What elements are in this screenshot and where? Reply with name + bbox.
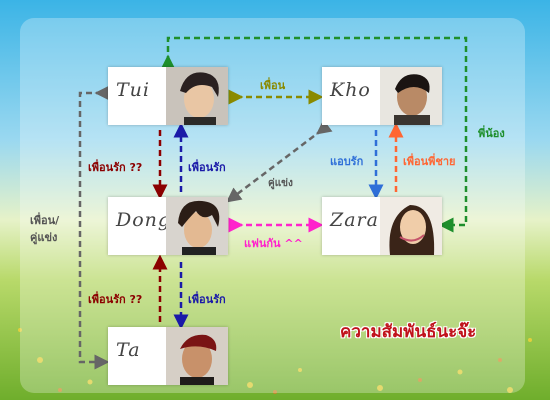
name-kho: Kho [330, 79, 371, 101]
label-dong-zara: แฟนกัน ^^ [244, 237, 303, 250]
name-ta: Ta [116, 339, 141, 361]
name-zara: Zara [330, 209, 379, 231]
card-tui: Tui [108, 67, 228, 125]
label-dong-ta: เพื่อนรัก [188, 293, 226, 306]
name-tui: Tui [116, 79, 150, 101]
label-tui-zara-loop: พี่น้อง [478, 127, 505, 140]
label-dong-tui: เพื่อนรัก [188, 161, 226, 174]
label-tui-kho: เพื่อน [260, 79, 286, 92]
photo-kho [380, 67, 442, 125]
label-tui-ta-loop: เพื่อน/ คู่แข่ง [30, 214, 60, 244]
label-tui-dong: เพื่อนรัก ?? [88, 161, 143, 174]
card-ta: Ta [108, 327, 228, 385]
photo-tui [166, 67, 228, 125]
label-kho-zara: แอบรัก [330, 155, 364, 168]
label-ta-dong: เพื่อนรัก ?? [88, 293, 143, 306]
arrow-tui-zara-loop [160, 36, 468, 233]
photo-zara [380, 197, 442, 255]
name-dong: Dong [116, 209, 172, 231]
label-zara-kho: เพื่อนพี่ชาย [403, 155, 456, 168]
photo-dong [166, 197, 228, 255]
photo-ta [166, 327, 228, 385]
arrow-tui-ta-loop [78, 85, 110, 370]
label-kho-dong: คู่แข่ง [268, 178, 293, 189]
card-zara: Zara [322, 197, 442, 255]
diagram-title: ความสัมพันธ์นะจ๊ะ [340, 322, 477, 342]
card-dong: Dong [108, 197, 228, 255]
card-kho: Kho [322, 67, 442, 125]
